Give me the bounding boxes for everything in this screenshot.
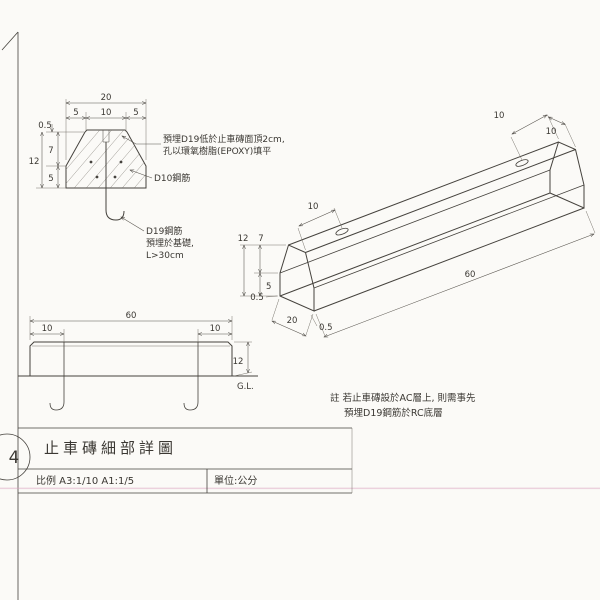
dim-total-height: 12 bbox=[29, 157, 40, 167]
iso-dim-hole-offset-left: 10 bbox=[308, 202, 319, 212]
annotation-d10: D10鋼筋 bbox=[154, 172, 190, 184]
title-block: 4 止車磚細部詳圖 比例 A3:1/10 A1:1/5 單位:公分 bbox=[0, 427, 353, 494]
dowel-hole-right bbox=[515, 159, 529, 167]
scan-artifact-line bbox=[0, 487, 600, 490]
dim-total-width: 20 bbox=[101, 93, 112, 103]
sheet-number-circle bbox=[0, 433, 31, 481]
dim-chamfer: 0.5 bbox=[38, 121, 52, 131]
annotation-embed-line1: 預埋D19低於止車磚面頂2cm, bbox=[163, 133, 285, 145]
isometric-dimensions: 10 10 10 12 7 5 0.5 bbox=[238, 111, 596, 337]
drawing-scale: 比例 A3:1/10 A1:1/5 bbox=[36, 474, 134, 487]
annotation-d19-line2: 預埋於基礎, bbox=[146, 237, 194, 249]
note-line2: 預埋D19鋼筋於RC底層 bbox=[344, 407, 443, 419]
elev-hook-bar-right bbox=[183, 342, 199, 411]
dim-seg-right: 5 bbox=[133, 108, 138, 118]
elev-hook-bar-left bbox=[49, 342, 65, 411]
sheet-number: 4 bbox=[9, 448, 20, 468]
iso-long-edges bbox=[279, 141, 585, 312]
annotation-d19-line3: L>30cm bbox=[146, 251, 184, 261]
drawing-title: 止車磚細部詳圖 bbox=[44, 439, 177, 457]
annotation-embed-line2: 孔以環氧樹脂(EPOXY)填平 bbox=[163, 145, 271, 157]
elev-dim-length: 60 bbox=[126, 311, 137, 321]
iso-dim-total-height: 12 bbox=[238, 234, 249, 244]
elevation-dimensions: 60 10 10 12 bbox=[30, 311, 253, 377]
iso-dim-width: 20 bbox=[287, 316, 298, 326]
elev-dim-left-offset: 10 bbox=[42, 324, 53, 334]
iso-dim-upper-height: 7 bbox=[258, 234, 263, 244]
embedded-dowel bbox=[102, 130, 125, 221]
annotation-d19-line1: D19鋼筋 bbox=[146, 225, 182, 237]
elev-dim-height: 12 bbox=[233, 357, 244, 367]
cross-section-dimensions: 20 5 10 5 0.5 7 12 5 bbox=[29, 93, 146, 188]
iso-dim-length: 60 bbox=[465, 270, 476, 280]
cross-section-annotations: 預埋D19低於止車磚面頂2cm, 孔以環氧樹脂(EPOXY)填平 D10鋼筋 D… bbox=[121, 133, 285, 261]
note-block: 註 若止車磚設於AC層上, 則需事先 預埋D19鋼筋於RC底層 bbox=[330, 392, 476, 419]
ground-label: G.L. bbox=[237, 382, 254, 392]
dim-upper-height: 7 bbox=[48, 146, 53, 156]
d10-bar-dots bbox=[89, 160, 123, 179]
iso-dim-chamfer-bottom: 0.5 bbox=[319, 323, 333, 333]
drawing-unit: 單位:公分 bbox=[214, 474, 257, 487]
iso-dim-top-width: 10 bbox=[546, 127, 557, 137]
iso-right-end-face bbox=[549, 141, 585, 209]
elevation-outline bbox=[29, 341, 233, 377]
iso-dowel-holes bbox=[335, 159, 529, 236]
iso-dim-base-height: 5 bbox=[266, 282, 271, 292]
note-line1: 註 若止車磚設於AC層上, 則需事先 bbox=[330, 392, 476, 404]
iso-dim-hole-offset-right: 10 bbox=[494, 111, 505, 121]
iso-left-end-face bbox=[279, 244, 315, 312]
dim-seg-mid: 10 bbox=[101, 108, 112, 118]
iso-dim-chamfer-top: 0.5 bbox=[250, 293, 264, 303]
elevation-view: G.L. 60 10 10 12 bbox=[18, 311, 258, 411]
dowel-hole-left bbox=[335, 227, 349, 236]
d19-hook-bar bbox=[105, 142, 125, 221]
sheet-frame bbox=[0, 31, 600, 600]
elev-dim-right-offset: 10 bbox=[210, 324, 221, 334]
isometric-view: 10 10 10 12 7 5 0.5 bbox=[238, 111, 596, 337]
dim-seg-left: 5 bbox=[73, 108, 78, 118]
curb-section-outline bbox=[65, 129, 147, 189]
dim-base-height: 5 bbox=[48, 174, 53, 184]
